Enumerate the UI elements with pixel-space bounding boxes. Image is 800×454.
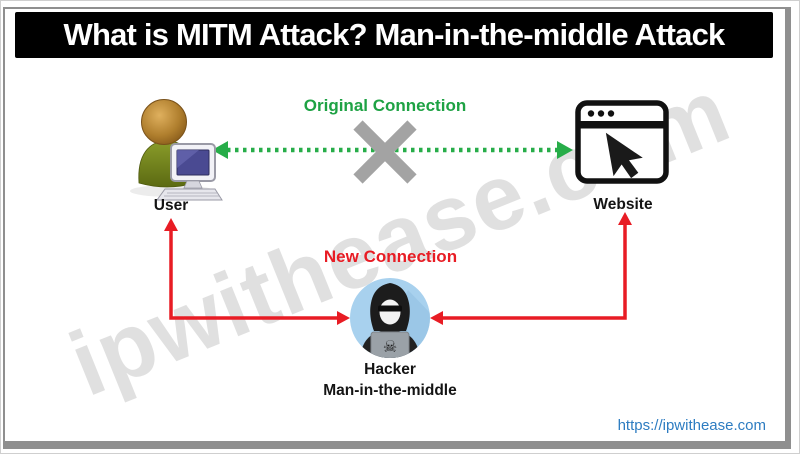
website-label: Website (593, 196, 653, 213)
inner-frame (3, 7, 791, 449)
hacker-sublabel: Man-in-the-middle (323, 382, 457, 399)
new-connection-label: New Connection (323, 247, 458, 266)
original-connection-label: Original Connection (303, 96, 467, 115)
hacker-label: Hacker (364, 361, 416, 378)
title-banner: What is MITM Attack? Man-in-the-middle A… (15, 12, 773, 58)
footer-link[interactable]: https://ipwithease.com (617, 417, 766, 434)
page-title: What is MITM Attack? Man-in-the-middle A… (63, 17, 726, 52)
user-label: User (153, 197, 189, 214)
